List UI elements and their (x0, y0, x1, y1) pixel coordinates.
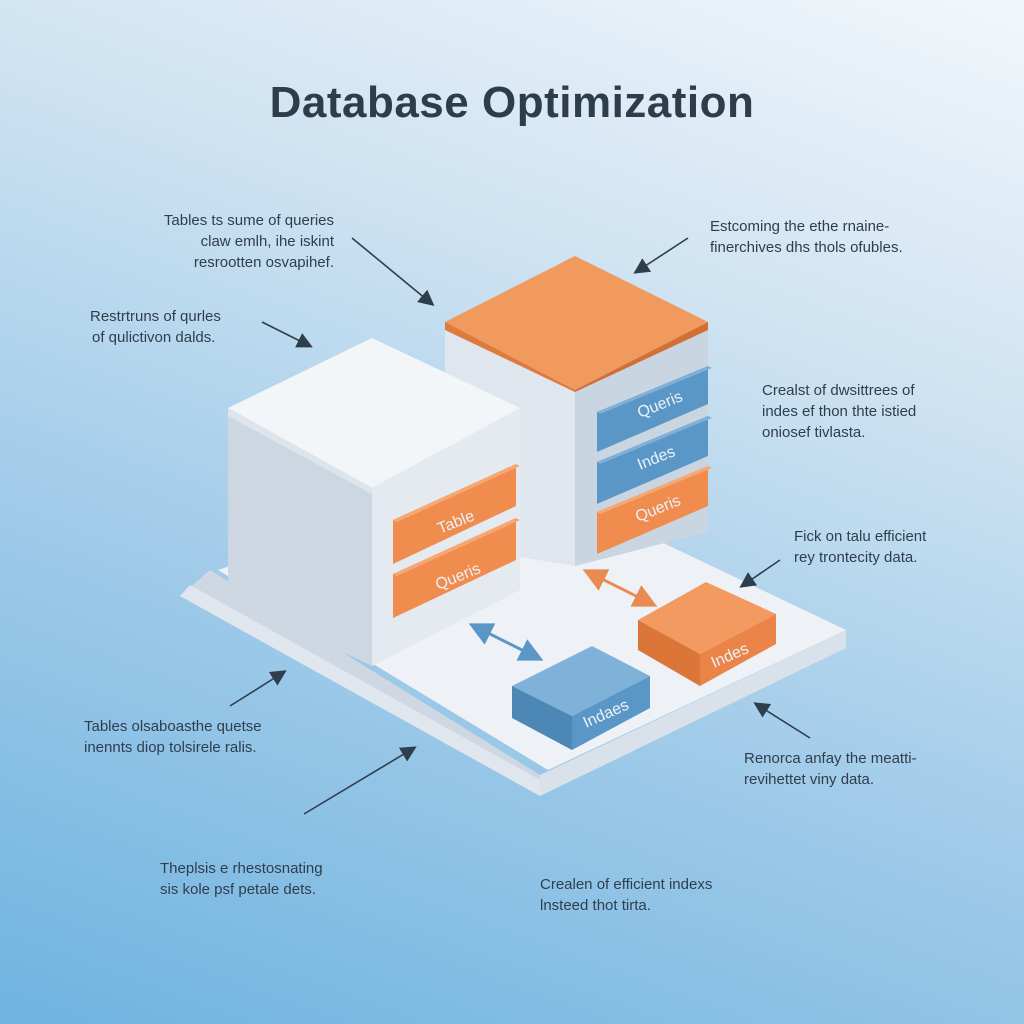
blue-double-arrow (468, 623, 544, 661)
right-cube-slab-2: Indes (597, 416, 712, 504)
left-cube-slab-2: Queris (393, 518, 520, 618)
annotation-7: Renorca anfay the meatti- revihettet vin… (744, 750, 917, 788)
annotation-4: Crealst of dwsittrees of indes ef thon t… (762, 382, 917, 441)
right-cube-slab-1: Queris (597, 366, 712, 452)
orange-index-block: Indes (638, 582, 776, 686)
annotation-5: Fick on talu efficient rey trontecity da… (794, 528, 927, 566)
pointer-arrow-5 (229, 670, 287, 707)
annotation-9: Crealen of efficient indexs lnsteed thot… (540, 876, 713, 914)
pointer-arrow-1 (351, 237, 435, 307)
annotation-6: Tables olsaboasthe quetse inennts diop t… (84, 718, 262, 756)
pointer-arrow-4 (739, 559, 781, 588)
page-title: Database Optimization (269, 78, 755, 127)
annotation-3: Estcoming the ethe rnaine- finerchives d… (710, 218, 903, 256)
pointer-arrow-7 (753, 702, 811, 739)
pointer-arrow-3 (633, 237, 689, 274)
pointer-arrow-2 (261, 321, 313, 348)
annotation-2: Restrtruns of qurles of qulictivon dalds… (90, 308, 221, 346)
annotation-8: Theplsis e rhestosnating sis kole psf pe… (160, 860, 323, 898)
annotation-1: Tables ts sume of queries claw emlh, ihe… (163, 212, 334, 271)
orange-double-arrow (582, 569, 658, 607)
right-cube-slab-3: Queris (597, 466, 712, 554)
left-cube-slab-1: Table (393, 464, 520, 564)
pointer-arrow-6 (303, 746, 417, 815)
